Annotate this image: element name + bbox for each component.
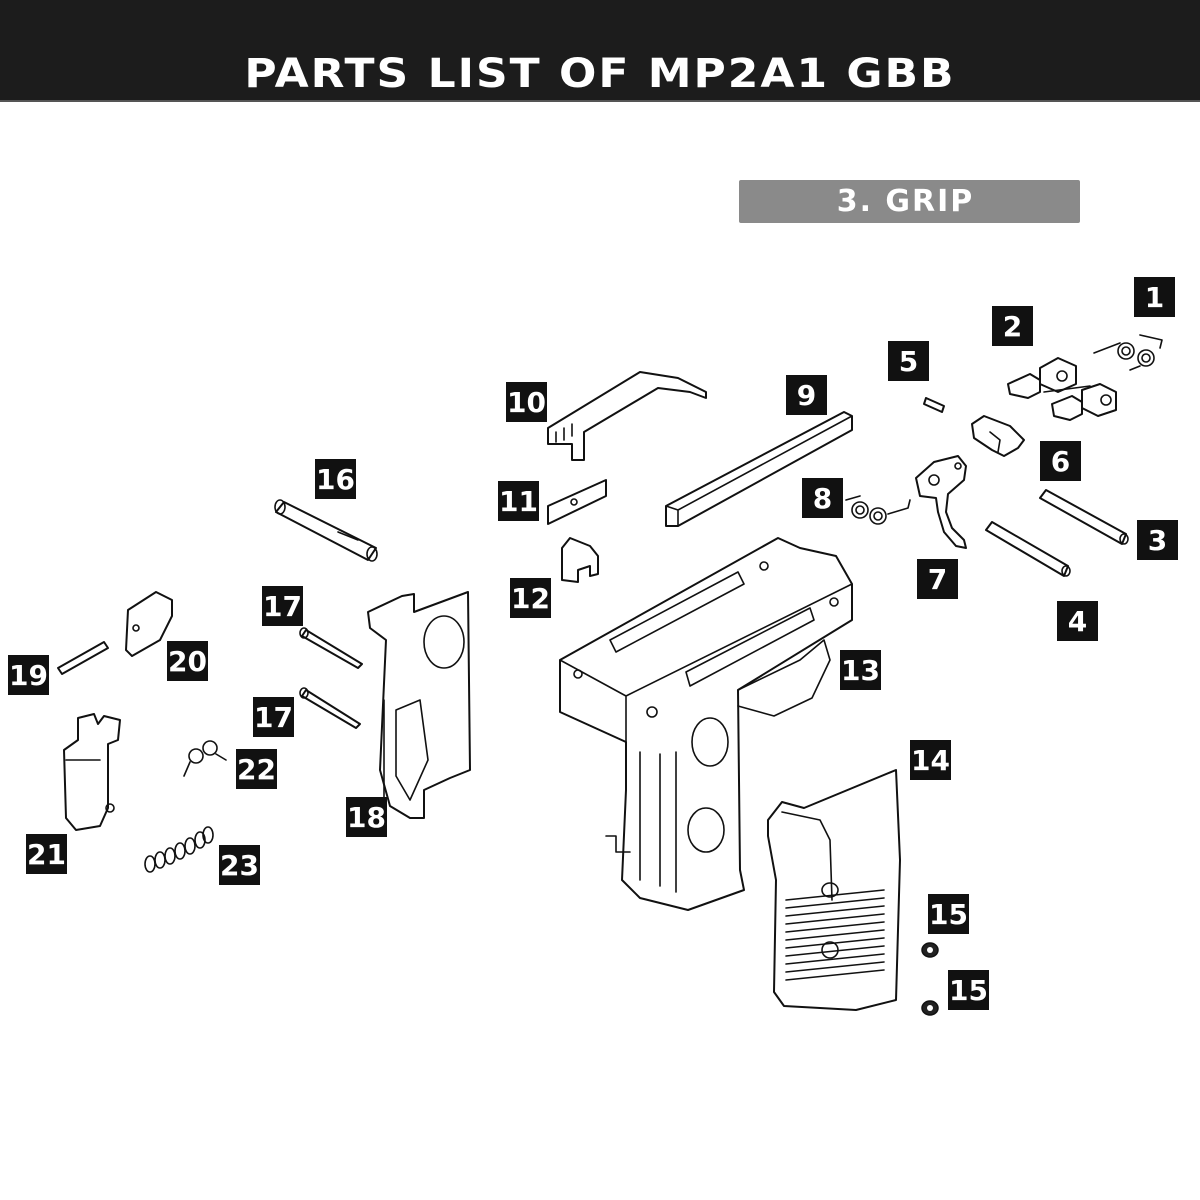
header-bar: PARTS LIST OF MP2A1 GBB bbox=[0, 0, 1200, 102]
part-4-pin-icon bbox=[985, 521, 1071, 577]
part-5-small-pin-icon bbox=[923, 397, 945, 413]
part-15-nut-icon bbox=[921, 942, 939, 958]
page-title: PARTS LIST OF MP2A1 GBB bbox=[244, 50, 956, 97]
part-13-lower-receiver-icon bbox=[559, 537, 853, 911]
part-18-side-plate-icon bbox=[367, 591, 471, 819]
part-10-lever-icon bbox=[547, 371, 707, 461]
part-label-14: 14 bbox=[910, 740, 951, 780]
part-20-latch-icon bbox=[125, 591, 173, 657]
part-label-4: 4 bbox=[1057, 601, 1098, 641]
part-label-15: 15 bbox=[928, 894, 969, 934]
part-label-23: 23 bbox=[219, 845, 260, 885]
section-badge: 3. GRIP bbox=[739, 180, 1080, 223]
part-3-pin-icon bbox=[1039, 489, 1129, 545]
part-6-block-icon bbox=[971, 415, 1025, 457]
part-11-leaf-spring-icon bbox=[547, 479, 607, 525]
part-label-7: 7 bbox=[917, 559, 958, 599]
part-14-grip-panel-icon bbox=[767, 769, 901, 1011]
part-1-springs-icon bbox=[1093, 334, 1163, 371]
part-17-screw-icon bbox=[299, 627, 363, 669]
part-label-15: 15 bbox=[948, 970, 989, 1010]
part-label-17: 17 bbox=[262, 586, 303, 626]
part-19-pin-icon bbox=[57, 641, 109, 675]
part-15-nut-icon bbox=[921, 1000, 939, 1016]
part-label-1: 1 bbox=[1134, 277, 1175, 317]
part-16-hollow-pin-icon bbox=[274, 499, 378, 562]
part-8-spring-icon bbox=[845, 495, 911, 525]
part-7-trigger-icon bbox=[915, 455, 967, 549]
part-2-hammer-sear-icon bbox=[1007, 357, 1117, 421]
part-label-2: 2 bbox=[992, 306, 1033, 346]
part-23-coil-spring-icon bbox=[144, 826, 214, 873]
part-label-8: 8 bbox=[802, 478, 843, 518]
part-22-spring-icon bbox=[183, 740, 227, 777]
part-label-16: 16 bbox=[315, 459, 356, 499]
part-label-11: 11 bbox=[498, 481, 539, 521]
part-label-10: 10 bbox=[506, 382, 547, 422]
section-label: 3. GRIP bbox=[836, 184, 975, 219]
part-label-13: 13 bbox=[840, 650, 881, 690]
part-label-19: 19 bbox=[8, 655, 49, 695]
part-label-12: 12 bbox=[510, 578, 551, 618]
part-label-21: 21 bbox=[26, 834, 67, 874]
part-label-20: 20 bbox=[167, 641, 208, 681]
part-label-9: 9 bbox=[786, 375, 827, 415]
part-label-5: 5 bbox=[888, 341, 929, 381]
part-12-catch-icon bbox=[561, 537, 599, 583]
part-label-6: 6 bbox=[1040, 441, 1081, 481]
part-label-18: 18 bbox=[346, 797, 387, 837]
part-label-3: 3 bbox=[1137, 520, 1178, 560]
part-label-17: 17 bbox=[253, 697, 294, 737]
part-9-trigger-bar-icon bbox=[665, 411, 853, 527]
part-21-mag-release-icon bbox=[63, 713, 121, 831]
part-17-screw-icon bbox=[299, 687, 361, 729]
part-label-22: 22 bbox=[236, 749, 277, 789]
